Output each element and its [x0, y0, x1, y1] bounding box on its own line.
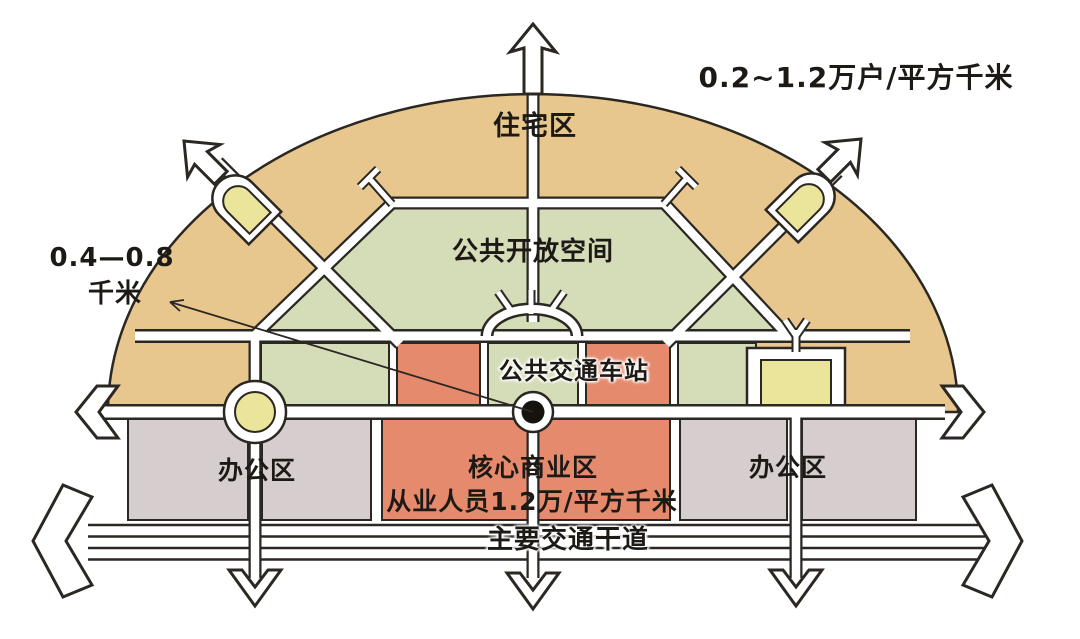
- green-block-right: [677, 342, 757, 406]
- arrow-down-left-icon: [226, 568, 284, 609]
- transit-stop-left-icon: [211, 174, 284, 247]
- radius-arrow-icon: [169, 299, 534, 413]
- commercial-core-label: 核心商业区: [467, 453, 599, 482]
- arrow-down-right-icon: [767, 568, 825, 609]
- arterial-arrow-left-icon: [31, 483, 95, 599]
- office-area-right-label: 办公区: [748, 453, 828, 482]
- arterial-arrow-right-icon: [960, 483, 1024, 599]
- residential-density-label: 0.2~1.2万户/平方千米: [698, 61, 1014, 94]
- office-block-left-2: [261, 418, 372, 521]
- office-area-left-label: 办公区: [217, 456, 297, 485]
- commercial-block-left: [396, 342, 481, 406]
- office-block-right-1: [679, 418, 788, 521]
- transit-station-label: 公共交通车站: [499, 357, 649, 385]
- road-stubs: [358, 167, 810, 352]
- arrow-left-icon: [74, 384, 121, 440]
- office-block-left-1: [127, 418, 249, 521]
- commercial-density-label: 从业人员1.2万/平方千米: [386, 487, 678, 516]
- commercial-core-block-left: [381, 418, 529, 521]
- open-space-zone: [252, 205, 790, 338]
- arrow-up-icon: [505, 21, 561, 96]
- open-space-label: 公共开放空间: [451, 237, 615, 267]
- secondary-roads: [214, 94, 842, 578]
- arterial-road-label: 主要交通干道: [486, 525, 650, 555]
- arrow-upleft-icon: [182, 139, 230, 187]
- arrow-right-icon: [939, 384, 986, 440]
- radius-unit-label: 千米: [87, 279, 143, 309]
- office-block-right-2: [801, 418, 917, 521]
- landmark-square-icon: [760, 359, 832, 407]
- arrow-upright-icon: [815, 137, 863, 185]
- residential-area-label: 住宅区: [493, 111, 577, 142]
- arrow-down-center-icon: [504, 571, 562, 612]
- radius-value-label: 0.4—0.8: [49, 243, 175, 273]
- roundabout-icon: [234, 391, 276, 433]
